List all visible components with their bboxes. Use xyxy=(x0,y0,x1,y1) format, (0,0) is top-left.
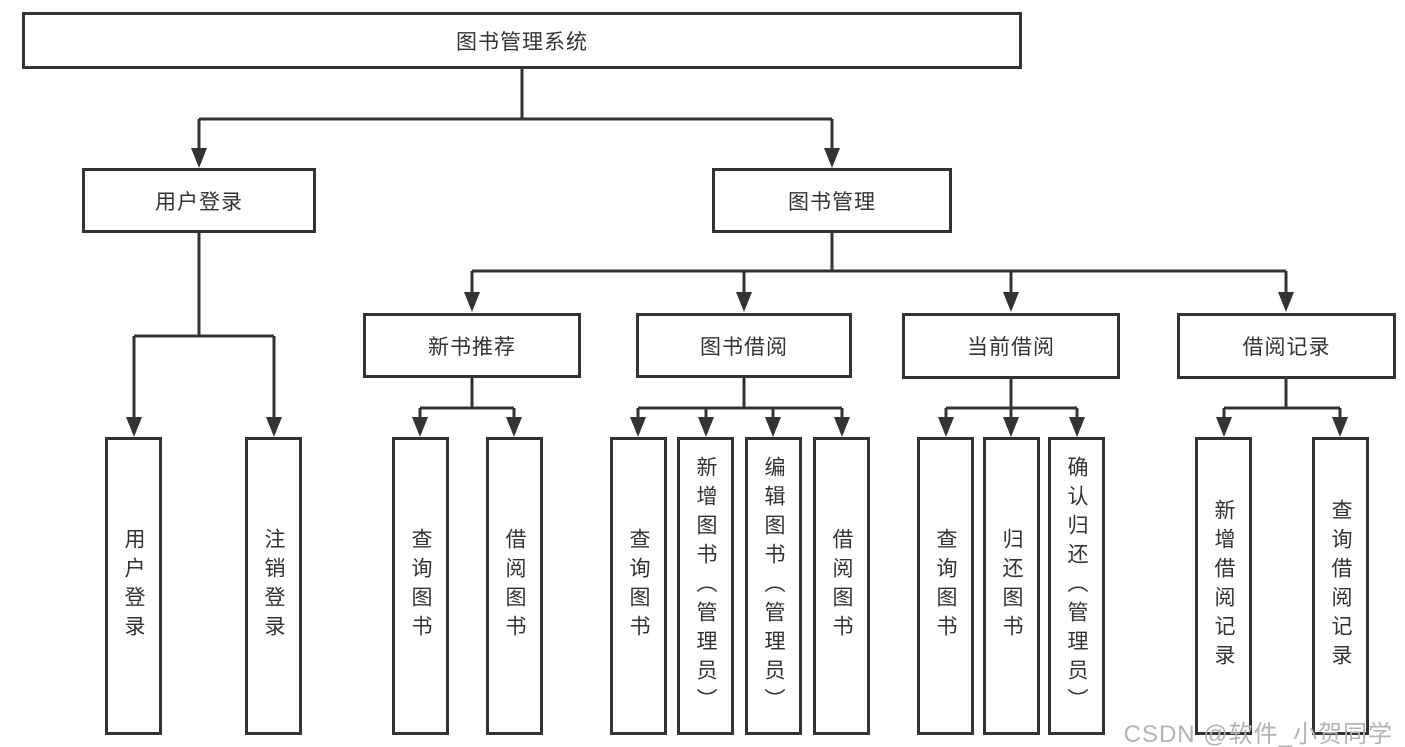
leaf-logout: 注销登录 xyxy=(245,437,302,735)
node-book-borrowing: 图书借阅 xyxy=(636,313,852,378)
arrowhead-icon xyxy=(1069,417,1085,437)
leaf-add-book-admin-label: 新增图书（管理员） xyxy=(694,455,717,717)
node-user-login-label: 用户登录 xyxy=(155,190,243,214)
arrowhead-icon xyxy=(698,417,714,437)
leaf-borrow-books-borrowing: 借阅图书 xyxy=(813,437,870,735)
arrowhead-icon xyxy=(506,417,522,437)
arrowhead-icon xyxy=(126,417,142,437)
leaf-user-login: 用户登录 xyxy=(105,437,162,735)
node-current-borrowing-label: 当前借阅 xyxy=(967,336,1055,359)
node-new-book-recommendation: 新书推荐 xyxy=(363,313,581,378)
node-book-management-label: 图书管理 xyxy=(788,190,876,214)
leaf-borrow-books-borrowing-label: 借阅图书 xyxy=(830,528,853,644)
arrowhead-icon xyxy=(1003,417,1019,437)
leaf-user-login-label: 用户登录 xyxy=(122,528,145,644)
node-user-login: 用户登录 xyxy=(82,168,316,233)
node-current-borrowing: 当前借阅 xyxy=(902,313,1120,379)
leaf-query-borrow-record: 查询借阅记录 xyxy=(1312,437,1369,735)
arrowhead-icon xyxy=(1278,292,1294,312)
node-borrowing-records: 借阅记录 xyxy=(1177,313,1396,379)
node-borrowing-records-label: 借阅记录 xyxy=(1242,336,1331,359)
node-root-label: 图书管理系统 xyxy=(456,30,588,54)
arrowhead-icon xyxy=(834,417,850,437)
arrowhead-icon xyxy=(824,148,840,168)
node-new-book-recommendation-label: 新书推荐 xyxy=(428,335,516,359)
leaf-add-book-admin: 新增图书（管理员） xyxy=(677,437,734,735)
node-book-borrowing-label: 图书借阅 xyxy=(700,335,788,359)
arrowhead-icon xyxy=(1216,417,1232,437)
arrowhead-icon xyxy=(938,417,954,437)
leaf-edit-book-admin: 编辑图书（管理员） xyxy=(745,437,802,735)
csdn-watermark: CSDN @软件_小贺同学 xyxy=(1123,721,1393,747)
connector-path xyxy=(132,68,1342,419)
node-root-library-system: 图书管理系统 xyxy=(22,12,1022,69)
leaf-logout-label: 注销登录 xyxy=(262,528,285,644)
leaf-confirm-return-admin-label: 确认归还（管理员） xyxy=(1065,455,1088,717)
arrowhead-icon xyxy=(765,417,781,437)
leaf-confirm-return-admin: 确认归还（管理员） xyxy=(1048,437,1105,735)
leaf-query-books-borrowing-label: 查询图书 xyxy=(627,528,650,644)
arrowhead-icon xyxy=(266,417,282,437)
arrowhead-icon xyxy=(412,417,428,437)
leaf-query-books-current-label: 查询图书 xyxy=(934,528,957,644)
leaf-query-books-current: 查询图书 xyxy=(917,437,974,735)
leaf-borrow-books-recommend-label: 借阅图书 xyxy=(503,528,526,644)
leaf-add-borrow-record: 新增借阅记录 xyxy=(1195,437,1252,735)
arrowhead-icon xyxy=(630,417,646,437)
arrowhead-icon xyxy=(736,292,752,312)
leaf-borrow-books-recommend: 借阅图书 xyxy=(486,437,543,735)
arrowhead-icon xyxy=(1003,292,1019,312)
leaf-query-books-recommend-label: 查询图书 xyxy=(409,528,432,644)
arrowhead-icon xyxy=(191,148,207,168)
arrowhead-icon xyxy=(464,292,480,312)
leaf-query-books-recommend: 查询图书 xyxy=(392,437,449,735)
leaf-query-books-borrowing: 查询图书 xyxy=(610,437,667,735)
arrowheads xyxy=(126,148,1348,437)
leaf-add-borrow-record-label: 新增借阅记录 xyxy=(1212,499,1235,673)
arrowhead-icon xyxy=(1332,417,1348,437)
node-book-management: 图书管理 xyxy=(712,168,952,233)
leaf-return-book: 归还图书 xyxy=(983,437,1040,735)
leaf-return-book-label: 归还图书 xyxy=(1000,528,1023,644)
leaf-edit-book-admin-label: 编辑图书（管理员） xyxy=(762,455,785,717)
leaf-query-borrow-record-label: 查询借阅记录 xyxy=(1329,499,1352,673)
